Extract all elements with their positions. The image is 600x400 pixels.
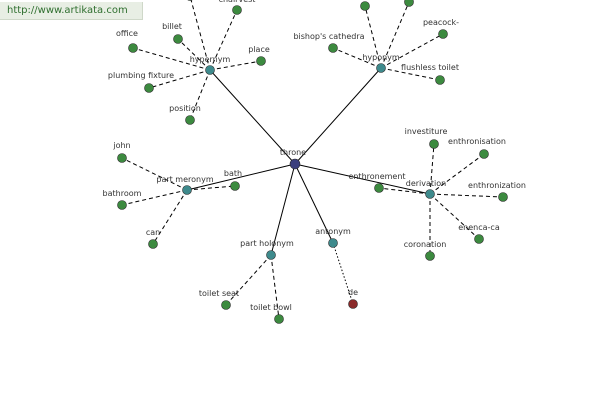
node-derivation[interactable]	[425, 189, 435, 199]
edge-throne-hyponym	[294, 67, 382, 165]
node-hypo-top2[interactable]	[404, 0, 414, 7]
edge-throne-hypernym	[209, 69, 296, 165]
edge-part-meronym-bath	[186, 185, 236, 191]
edge-throne-derivation	[294, 163, 431, 195]
label-plumbing-fixture: plumbing fixture	[108, 71, 174, 80]
edge-hypernym-chairtop	[190, 0, 211, 71]
label-investiture: investiture	[405, 127, 448, 136]
label-antonym: antonym	[315, 227, 351, 236]
node-plumbing-fixture[interactable]	[144, 83, 154, 93]
label-can: can	[146, 228, 160, 237]
edge-derivation-enthronization	[429, 193, 504, 198]
node-enthronisation[interactable]	[479, 149, 489, 159]
label-toilet-bowl: toilet bowl	[250, 303, 292, 312]
node-hypernym[interactable]	[205, 65, 215, 75]
edge-hyponym-hypo-top1	[364, 5, 382, 69]
label-office: office	[116, 29, 138, 38]
edge-derivation-enenca-ca	[429, 193, 480, 240]
node-can[interactable]	[148, 239, 158, 249]
label-bishops-cathedra: bishop's cathedra	[293, 32, 364, 41]
edge-hyponym-peacock	[380, 33, 444, 69]
label-derivation: derivation	[406, 179, 446, 188]
node-toilet-seat[interactable]	[221, 300, 231, 310]
label-bath: bath	[224, 169, 242, 178]
label-enthronization: enthronization	[468, 181, 526, 190]
edge-throne-antonym	[294, 163, 334, 244]
edge-part-holonym-toilet-seat	[225, 254, 272, 306]
node-hypo-top1[interactable]	[360, 1, 370, 11]
edge-hypernym-position	[189, 69, 211, 121]
node-throne[interactable]	[289, 158, 301, 170]
label-peacock: peacock-	[423, 18, 459, 27]
edge-hypernym-billet	[177, 38, 211, 71]
node-hyponym[interactable]	[376, 63, 386, 73]
node-peacock[interactable]	[438, 29, 448, 39]
edge-hyponym-hypo-top2	[380, 1, 410, 69]
label-part-meronym: part meronym	[156, 175, 213, 184]
label-part-holonym: part holonym	[240, 239, 294, 248]
node-bath[interactable]	[230, 181, 240, 191]
edge-hyponym-bishops-cathedra	[332, 47, 382, 69]
node-billet[interactable]	[173, 34, 183, 44]
edge-hyponym-flushless-toilet	[380, 67, 441, 81]
label-throne: throne	[280, 148, 306, 157]
label-de: de	[348, 288, 358, 297]
label-enthronement: enthronement	[348, 172, 405, 181]
edge-derivation-investiture	[429, 143, 435, 195]
graph-nodes	[117, 0, 508, 324]
node-place[interactable]	[256, 56, 266, 66]
label-coronation: coronation	[404, 240, 447, 249]
label-flushless-toilet: flushless toilet	[401, 63, 459, 72]
node-toilet-bowl[interactable]	[274, 314, 284, 324]
label-enthronisation: enthronisation	[448, 137, 506, 146]
node-enthronization[interactable]	[498, 192, 508, 202]
node-antonym[interactable]	[328, 238, 338, 248]
label-john: john	[112, 141, 130, 150]
node-part-holonym[interactable]	[266, 250, 276, 260]
node-enenca-ca[interactable]	[474, 234, 484, 244]
node-coronation[interactable]	[425, 251, 435, 261]
node-bathroom[interactable]	[117, 200, 127, 210]
label-enenca-ca: enenca-ca	[458, 223, 500, 232]
node-bishops-cathedra[interactable]	[328, 43, 338, 53]
node-investiture[interactable]	[429, 139, 439, 149]
edge-throne-part-holonym	[270, 163, 296, 256]
label-toilet-seat: toilet seat	[199, 289, 239, 298]
node-john[interactable]	[117, 153, 127, 163]
label-position: position	[169, 104, 201, 113]
label-hypernym: hypernym	[190, 55, 231, 64]
edge-part-meronym-can	[152, 189, 188, 245]
site-url-banner[interactable]: http://www.artikata.com	[0, 2, 143, 20]
label-hyponym: hyponym	[362, 53, 400, 62]
edge-hypernym-office	[132, 47, 211, 71]
node-chairvest[interactable]	[232, 5, 242, 15]
node-flushless-toilet[interactable]	[435, 75, 445, 85]
edge-part-holonym-toilet-bowl	[270, 254, 280, 320]
label-bathroom: bathroom	[103, 189, 142, 198]
edge-throne-part-meronym	[186, 163, 296, 191]
node-chairtop[interactable]	[186, 0, 195, 1]
node-position[interactable]	[185, 115, 195, 125]
graph-edges	[121, 0, 504, 320]
label-place: place	[248, 45, 270, 54]
node-office[interactable]	[128, 43, 138, 53]
graph-labels: throne hypernym hyponym part meronym derivat…	[103, 0, 526, 312]
label-chairvest: chairvest	[219, 0, 256, 4]
node-part-meronym[interactable]	[182, 185, 192, 195]
edge-derivation-enthronement	[378, 187, 431, 195]
edge-hypernym-place	[209, 60, 262, 71]
edge-derivation-enthronisation	[429, 153, 485, 195]
edge-hypernym-chairvest	[209, 9, 238, 71]
node-enthronement[interactable]	[374, 183, 384, 193]
edge-part-meronym-john	[121, 157, 188, 191]
label-billet: billet	[162, 22, 182, 31]
edge-antonym-de	[332, 242, 354, 305]
edge-hypernym-plumbing-fixture	[148, 69, 211, 89]
node-de[interactable]	[348, 299, 358, 309]
